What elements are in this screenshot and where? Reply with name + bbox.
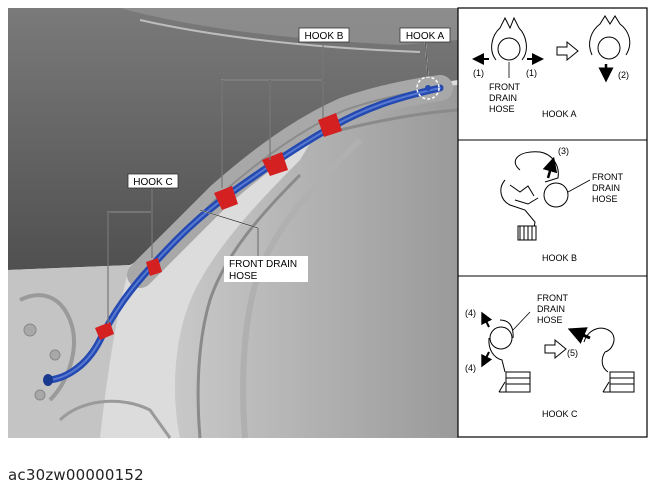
svg-text:(1): (1) bbox=[473, 68, 484, 78]
svg-text:(3): (3) bbox=[558, 146, 569, 156]
svg-text:FRONT: FRONT bbox=[537, 293, 568, 303]
callout-lines-dark bbox=[107, 37, 429, 324]
callout-hook-a: HOOK A bbox=[399, 27, 451, 43]
svg-text:HOSE: HOSE bbox=[489, 104, 515, 114]
svg-text:FRONT: FRONT bbox=[489, 82, 520, 92]
figure-id-caption: ac30zw00000152 bbox=[8, 466, 144, 484]
svg-text:DRAIN: DRAIN bbox=[489, 93, 517, 103]
svg-text:FRONT DRAIN: FRONT DRAIN bbox=[229, 259, 297, 270]
svg-text:HOSE: HOSE bbox=[592, 194, 618, 204]
svg-text:(4): (4) bbox=[465, 308, 476, 318]
detail-hook-a bbox=[472, 15, 631, 83]
svg-text:HOOK B: HOOK B bbox=[305, 31, 344, 42]
detail-hook-b bbox=[500, 151, 591, 241]
detail-hook-a-labels: (1) (1) (2) FRONT DRAIN HOSE HOOK A bbox=[473, 68, 629, 119]
svg-text:FRONT: FRONT bbox=[592, 172, 623, 182]
svg-text:HOOK A: HOOK A bbox=[542, 109, 577, 119]
hook-marker-c-upper bbox=[146, 258, 162, 276]
svg-text:HOSE: HOSE bbox=[229, 271, 258, 282]
front-drain-hose bbox=[43, 84, 444, 386]
svg-text:(1): (1) bbox=[526, 68, 537, 78]
hook-marker-b-1 bbox=[214, 186, 238, 210]
svg-text:HOOK C: HOOK C bbox=[542, 409, 578, 419]
svg-text:(4): (4) bbox=[465, 363, 476, 373]
callout-front-drain-hose: FRONT DRAIN HOSE bbox=[224, 256, 308, 282]
hook-marker-b-3 bbox=[318, 113, 342, 137]
svg-text:HOOK A: HOOK A bbox=[406, 31, 445, 42]
svg-text:HOSE: HOSE bbox=[537, 315, 563, 325]
detail-hook-c bbox=[481, 311, 635, 393]
svg-text:HOOK B: HOOK B bbox=[542, 253, 577, 263]
svg-text:(2): (2) bbox=[618, 70, 629, 80]
detail-hook-c-labels: (4) (4) (5) FRONT DRAIN HOSE HOOK C bbox=[465, 293, 578, 419]
hook-marker-c-lower bbox=[95, 322, 114, 340]
callout-hook-c: HOOK C bbox=[127, 173, 179, 189]
svg-text:DRAIN: DRAIN bbox=[537, 304, 565, 314]
hook-markers bbox=[95, 76, 440, 340]
hook-marker-b-2 bbox=[262, 152, 288, 176]
detail-hook-b-labels: (3) FRONT DRAIN HOSE HOOK B bbox=[542, 146, 623, 263]
svg-text:(5): (5) bbox=[567, 348, 578, 358]
callout-hook-b: HOOK B bbox=[298, 27, 350, 43]
svg-text:DRAIN: DRAIN bbox=[592, 183, 620, 193]
svg-text:HOOK C: HOOK C bbox=[133, 177, 172, 188]
